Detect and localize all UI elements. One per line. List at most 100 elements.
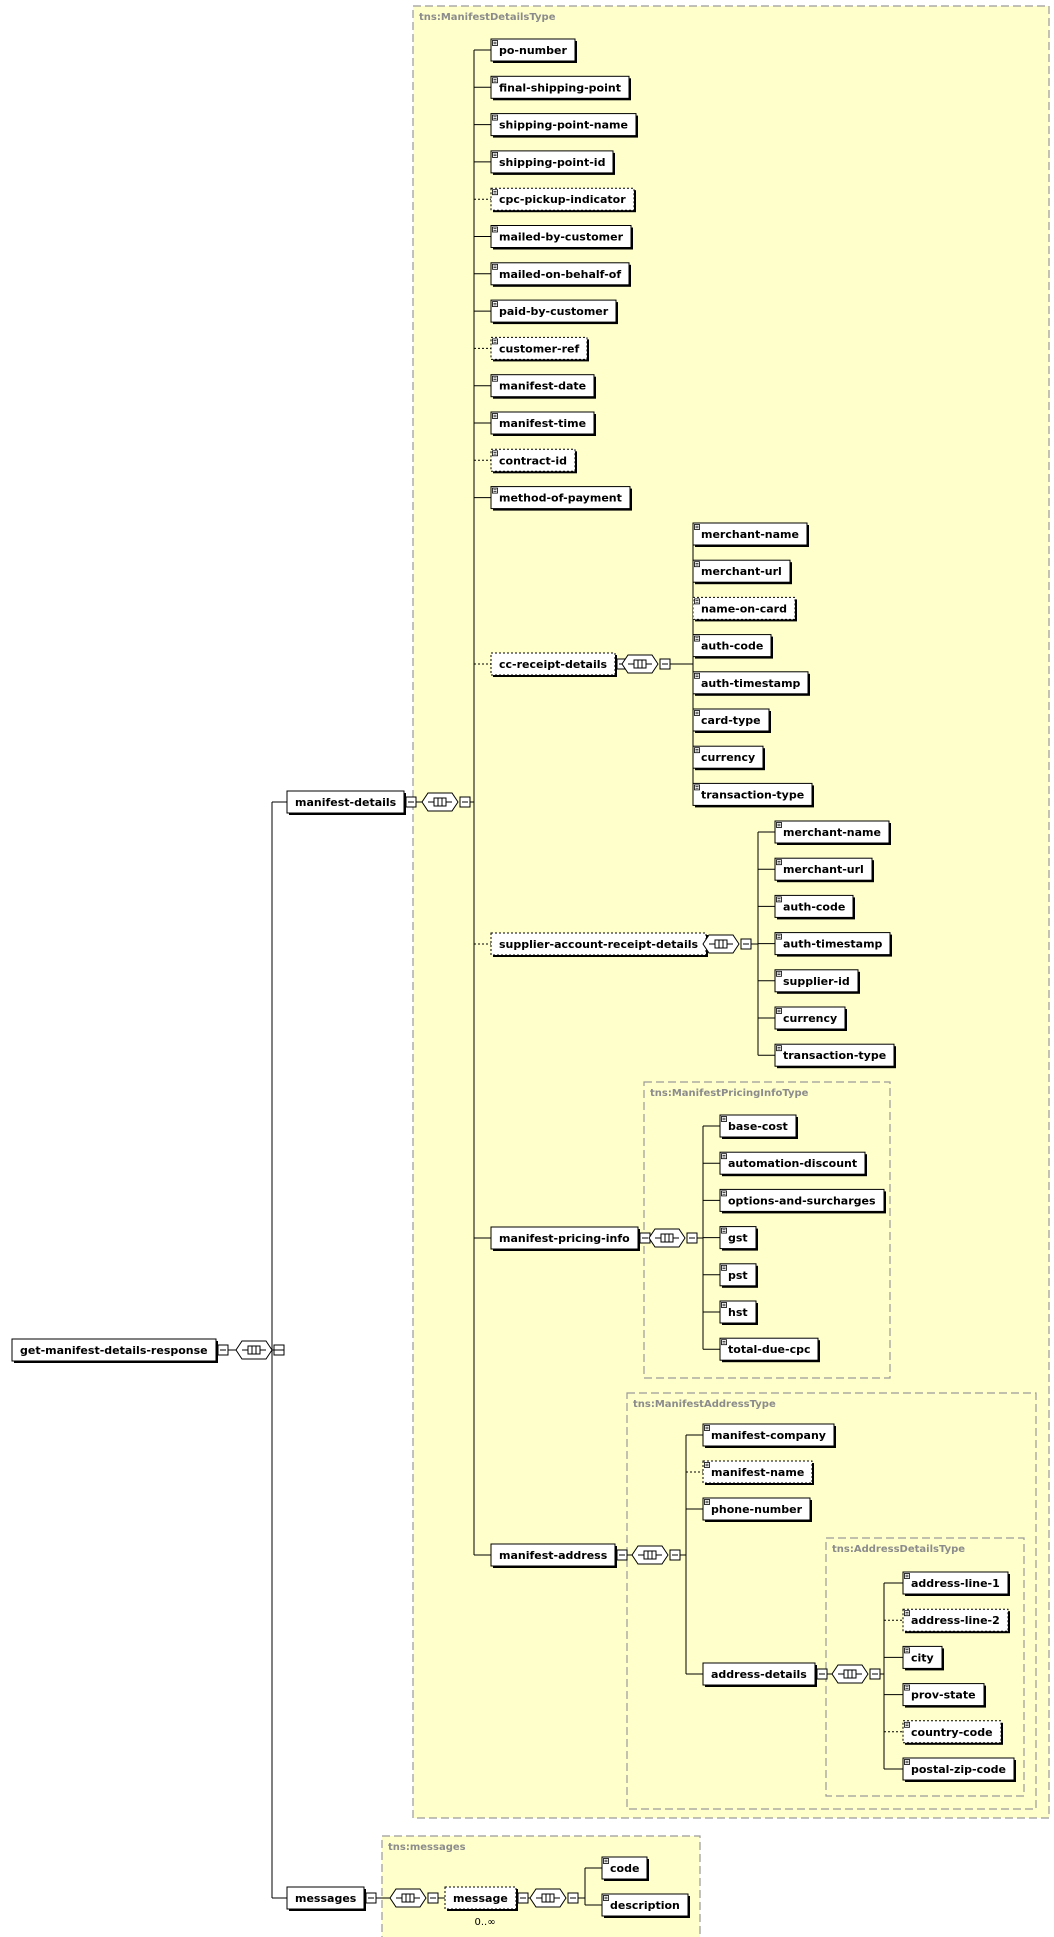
element-name-on-card[interactable]: name-on-card	[692, 596, 797, 622]
element-hst[interactable]: hst	[719, 1300, 758, 1325]
messages-compositor-icon[interactable]	[389, 1888, 439, 1908]
svg-text:description: description	[610, 1899, 680, 1912]
element-address-line-2[interactable]: address-line-2	[902, 1608, 1010, 1634]
element-shipping-point-name[interactable]: shipping-point-name	[490, 113, 638, 138]
element-manifest-date[interactable]: manifest-date	[490, 374, 596, 399]
pricing-info-type-panel-type-label: tns:ManifestPricingInfoType	[650, 1088, 809, 1099]
messages-type-panel	[381, 1835, 701, 1937]
element-gst[interactable]: gst	[719, 1226, 758, 1251]
svg-text:contract-id: contract-id	[499, 454, 567, 467]
element-mailed-on-behalf-of[interactable]: mailed-on-behalf-of	[490, 262, 631, 287]
element-options-and-surcharges[interactable]: options-and-surcharges	[719, 1188, 886, 1214]
element-pst[interactable]: pst	[719, 1263, 758, 1288]
element-manifest-details[interactable]: manifest-details	[286, 790, 417, 815]
address-details-compositor-icon[interactable]	[831, 1664, 881, 1684]
element-mailed-by-customer[interactable]: mailed-by-customer	[490, 225, 633, 250]
element-manifest-name[interactable]: manifest-name	[702, 1460, 814, 1485]
element-merchant-url[interactable]: merchant-url	[774, 857, 874, 883]
element-auth-code[interactable]: auth-code	[774, 894, 855, 920]
element-get-manifest-details-response[interactable]: get-manifest-details-response	[11, 1338, 229, 1363]
svg-text:merchant-name: merchant-name	[783, 826, 881, 839]
element-method-of-payment[interactable]: method-of-payment	[490, 486, 632, 511]
manifest-details-compositor-icon[interactable]	[421, 792, 471, 812]
element-merchant-name[interactable]: merchant-name	[692, 522, 809, 547]
svg-text:get-manifest-details-response: get-manifest-details-response	[20, 1344, 208, 1357]
element-final-shipping-point[interactable]: final-shipping-point	[490, 75, 631, 101]
element-po-number[interactable]: po-number	[490, 38, 577, 63]
svg-text:manifest-company: manifest-company	[711, 1429, 826, 1442]
svg-text:supplier-id: supplier-id	[783, 975, 850, 988]
message-compositor-icon[interactable]	[529, 1888, 579, 1908]
svg-text:supplier-account-receipt-detai: supplier-account-receipt-details	[499, 938, 699, 951]
element-paid-by-customer[interactable]: paid-by-customer	[490, 299, 618, 325]
svg-text:name-on-card: name-on-card	[701, 602, 787, 615]
svg-text:prov-state: prov-state	[911, 1689, 976, 1702]
element-manifest-company[interactable]: manifest-company	[702, 1423, 836, 1448]
svg-text:auth-code: auth-code	[701, 640, 763, 653]
svg-text:base-cost: base-cost	[728, 1120, 788, 1133]
svg-text:manifest-address: manifest-address	[499, 1549, 608, 1562]
svg-text:city: city	[911, 1651, 934, 1664]
element-auth-code[interactable]: auth-code	[692, 634, 773, 659]
svg-text:transaction-type: transaction-type	[783, 1049, 886, 1062]
element-phone-number[interactable]: phone-number	[702, 1497, 812, 1522]
element-messages[interactable]: messages	[286, 1886, 377, 1911]
svg-text:hst: hst	[728, 1306, 748, 1319]
element-prov-state[interactable]: prov-state	[902, 1683, 986, 1708]
element-transaction-type[interactable]: transaction-type	[692, 782, 814, 808]
element-address-line-1[interactable]: address-line-1	[902, 1571, 1010, 1596]
element-code[interactable]: code	[601, 1856, 649, 1881]
svg-text:manifest-date: manifest-date	[499, 380, 586, 393]
message-multiplicity: 0..∞	[475, 1917, 496, 1928]
svg-text:currency: currency	[701, 751, 755, 764]
svg-text:address-line-1: address-line-1	[911, 1577, 1000, 1590]
svg-text:address-line-2: address-line-2	[911, 1614, 1000, 1627]
svg-text:card-type: card-type	[701, 714, 761, 727]
element-manifest-address[interactable]: manifest-address	[490, 1543, 628, 1568]
svg-text:merchant-name: merchant-name	[701, 528, 799, 541]
svg-text:automation-discount: automation-discount	[728, 1157, 857, 1170]
element-customer-ref[interactable]: customer-ref	[490, 336, 589, 362]
svg-text:cc-receipt-details: cc-receipt-details	[499, 658, 607, 671]
svg-text:address-details: address-details	[711, 1668, 807, 1681]
element-address-details[interactable]: address-details	[702, 1662, 828, 1687]
element-contract-id[interactable]: contract-id	[490, 448, 577, 474]
element-manifest-pricing-info[interactable]: manifest-pricing-info	[490, 1226, 651, 1251]
element-card-type[interactable]: card-type	[692, 708, 771, 733]
supplier-receipt-compositor-icon[interactable]	[702, 934, 752, 954]
cc-receipt-compositor-icon[interactable]	[621, 654, 671, 674]
element-supplier-id[interactable]: supplier-id	[774, 969, 860, 994]
svg-text:country-code: country-code	[911, 1726, 993, 1739]
element-cpc-pickup-indicator[interactable]: cpc-pickup-indicator	[490, 187, 636, 213]
pricing-compositor-icon[interactable]	[648, 1228, 698, 1248]
svg-text:auth-code: auth-code	[783, 900, 845, 913]
element-message[interactable]: message	[444, 1886, 529, 1911]
element-supplier-account-receipt-details[interactable]: supplier-account-receipt-details	[490, 932, 719, 957]
element-total-due-cpc[interactable]: total-due-cpc	[719, 1337, 820, 1363]
element-country-code[interactable]: country-code	[902, 1720, 1003, 1745]
svg-text:mailed-on-behalf-of: mailed-on-behalf-of	[499, 268, 621, 281]
element-base-cost[interactable]: base-cost	[719, 1114, 798, 1139]
element-transaction-type[interactable]: transaction-type	[774, 1043, 896, 1069]
element-auth-timestamp[interactable]: auth-timestamp	[774, 932, 892, 957]
element-cc-receipt-details[interactable]: cc-receipt-details	[490, 652, 628, 677]
svg-text:code: code	[610, 1862, 639, 1875]
element-merchant-name[interactable]: merchant-name	[774, 820, 891, 845]
element-currency[interactable]: currency	[774, 1006, 847, 1031]
element-automation-discount[interactable]: automation-discount	[719, 1151, 867, 1177]
element-currency[interactable]: currency	[692, 745, 765, 771]
svg-text:paid-by-customer: paid-by-customer	[499, 305, 609, 318]
element-auth-timestamp[interactable]: auth-timestamp	[692, 671, 810, 696]
element-merchant-url[interactable]: merchant-url	[692, 559, 792, 585]
element-city[interactable]: city	[902, 1645, 944, 1671]
svg-text:auth-timestamp: auth-timestamp	[701, 677, 801, 690]
element-postal-zip-code[interactable]: postal-zip-code	[902, 1757, 1016, 1782]
svg-text:po-number: po-number	[499, 44, 567, 57]
svg-text:shipping-point-name: shipping-point-name	[499, 119, 628, 132]
svg-text:cpc-pickup-indicator: cpc-pickup-indicator	[499, 193, 626, 206]
svg-text:total-due-cpc: total-due-cpc	[728, 1343, 810, 1356]
element-shipping-point-id[interactable]: shipping-point-id	[490, 150, 615, 175]
element-description[interactable]: description	[601, 1893, 690, 1918]
element-manifest-time[interactable]: manifest-time	[490, 411, 596, 436]
svg-text:phone-number: phone-number	[711, 1503, 803, 1516]
